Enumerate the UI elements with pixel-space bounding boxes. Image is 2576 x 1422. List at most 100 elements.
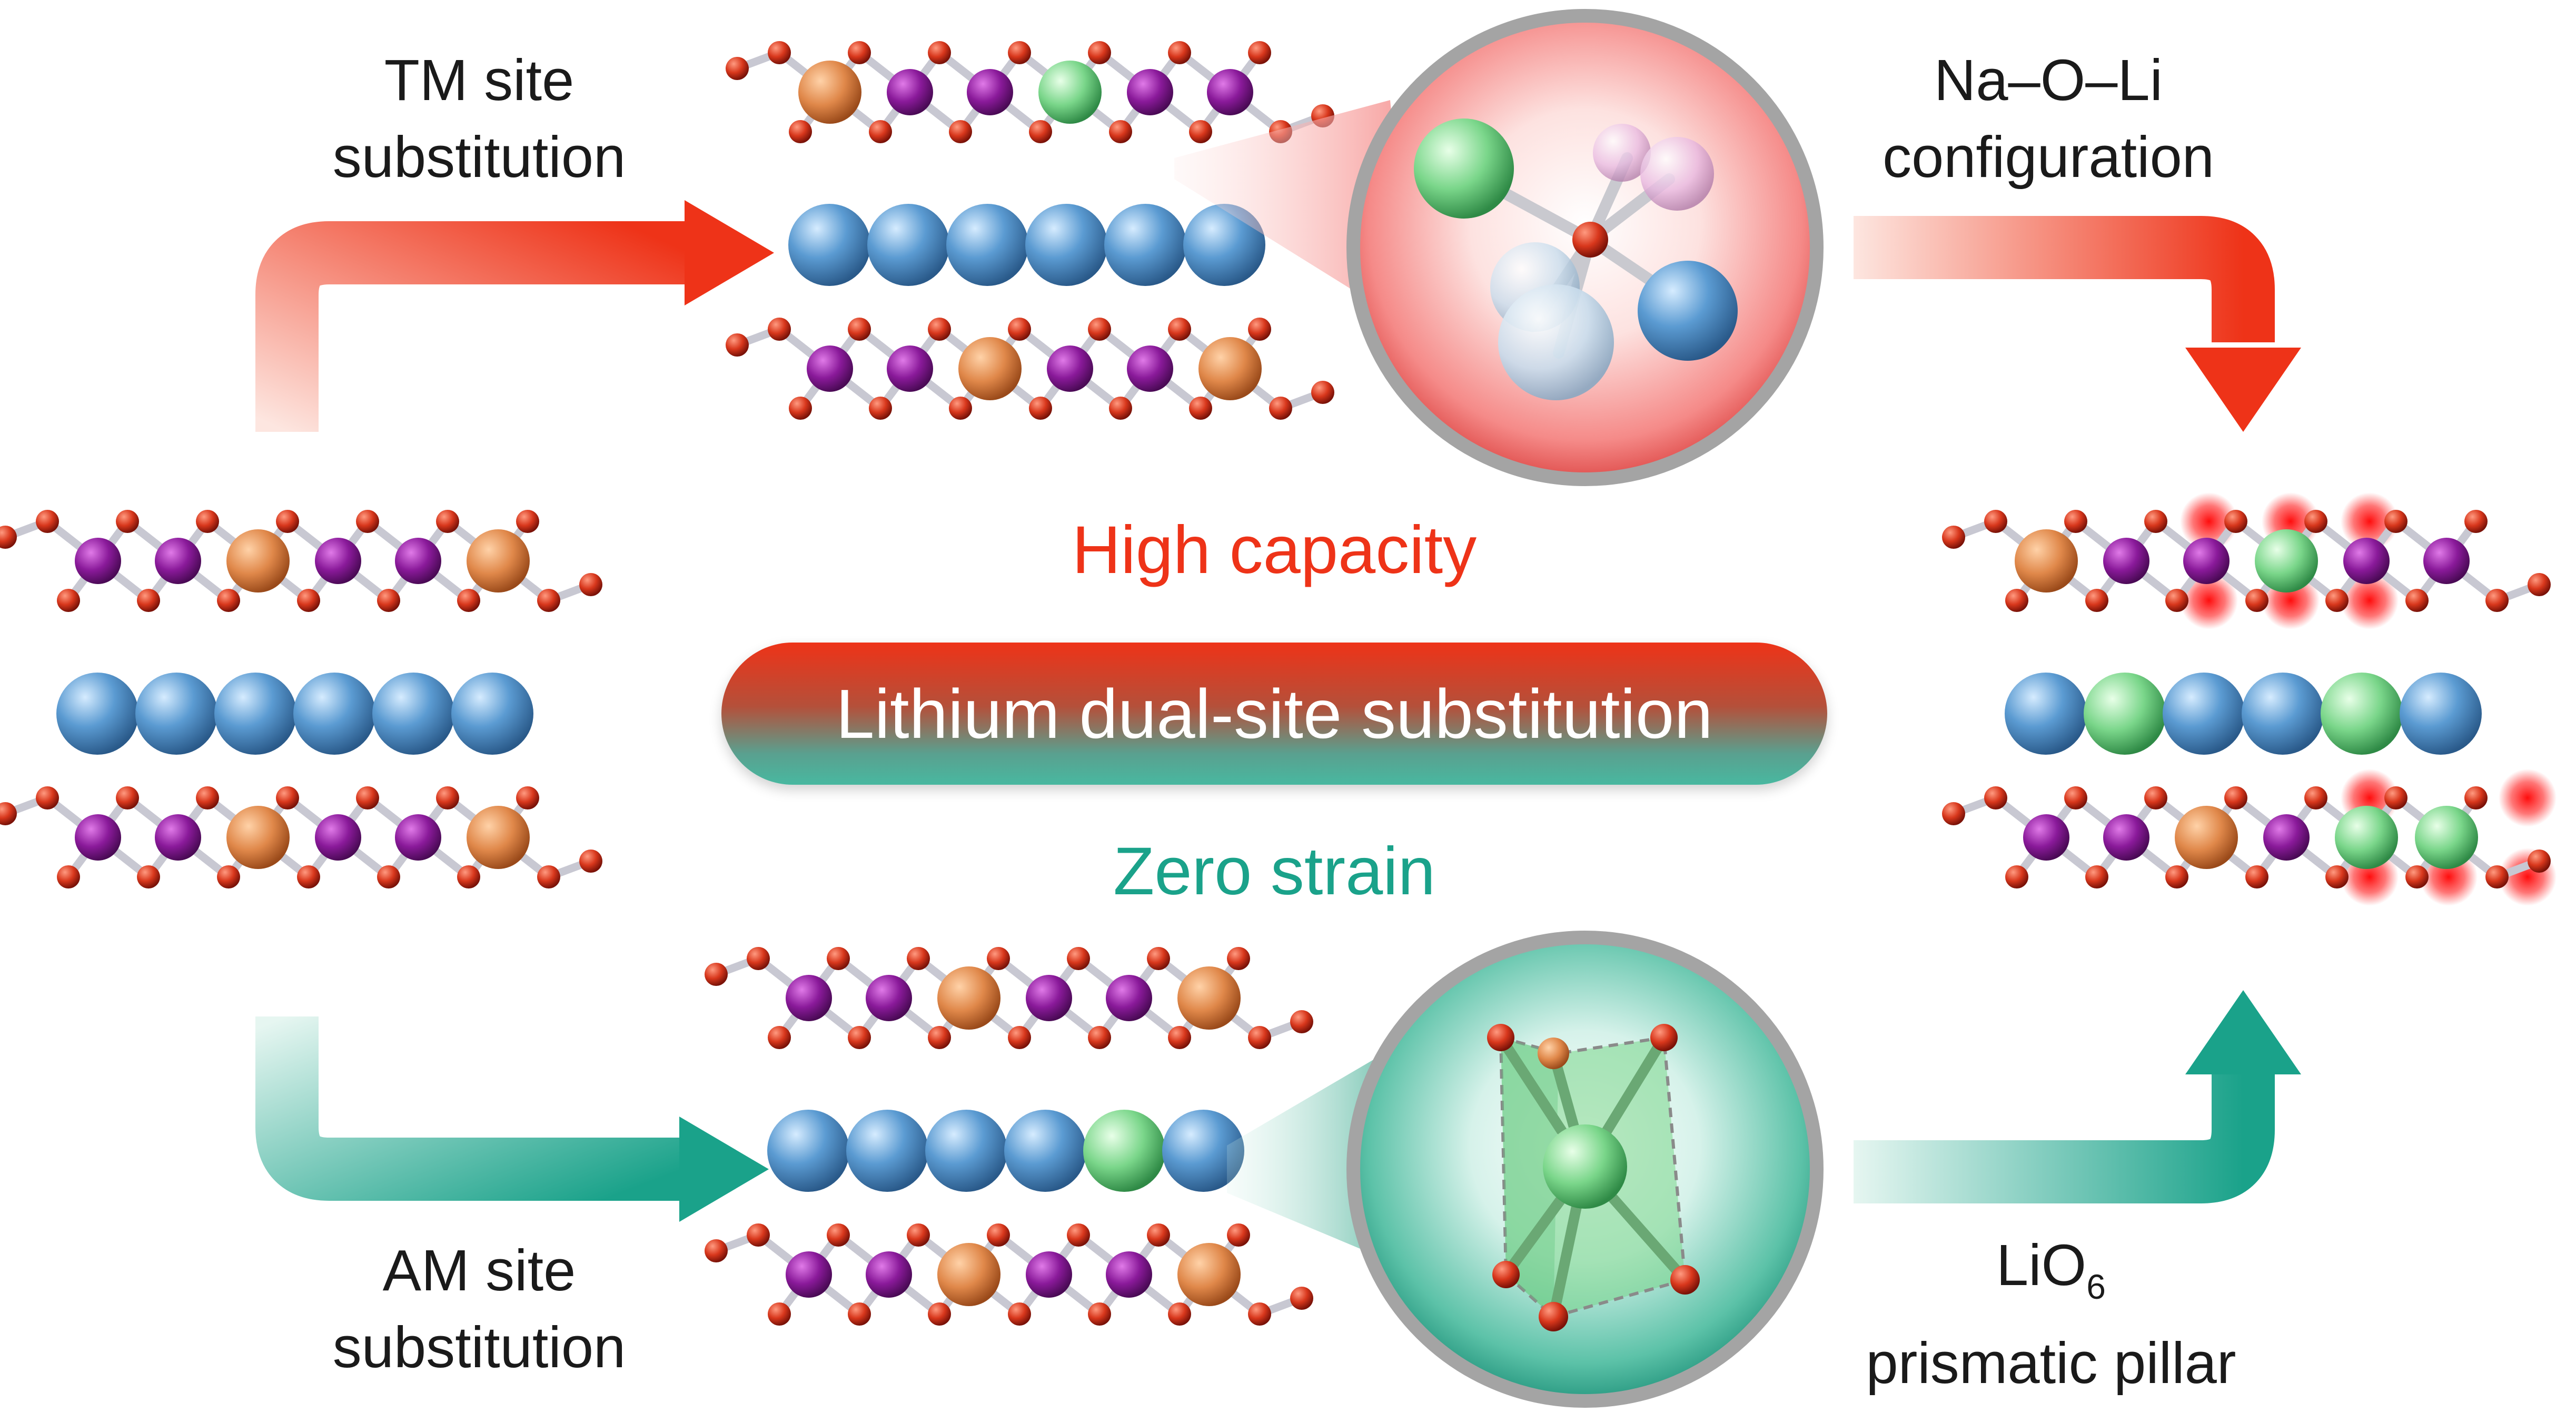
oxygen-atom bbox=[36, 786, 59, 809]
oxygen-atom bbox=[1029, 120, 1052, 143]
oxygen-atom bbox=[356, 786, 379, 809]
label-lio6-prefix: LiO bbox=[1996, 1233, 2087, 1298]
oxygen-atom bbox=[2528, 850, 2551, 873]
highlight-glow bbox=[2341, 571, 2399, 629]
oxygen-atom bbox=[2144, 510, 2167, 533]
oxygen-atom bbox=[747, 1223, 770, 1247]
oxygen-atom bbox=[276, 510, 299, 533]
tm-atom bbox=[315, 814, 361, 861]
oxygen-atom bbox=[2165, 865, 2188, 888]
tm-atom bbox=[2023, 814, 2069, 861]
oxygen-atom bbox=[137, 865, 160, 888]
tm-atom bbox=[807, 345, 853, 392]
tm-atom bbox=[1207, 69, 1253, 115]
oxygen-atom bbox=[869, 397, 892, 420]
oxygen-atom bbox=[579, 573, 602, 596]
li-atom bbox=[2084, 673, 2166, 755]
oxygen-atom bbox=[2064, 786, 2087, 809]
highlight-glow bbox=[2499, 769, 2557, 827]
na-atom bbox=[788, 204, 870, 286]
oxygen-atom bbox=[2224, 786, 2247, 809]
oxygen-atom bbox=[276, 786, 299, 809]
oxygen-atom bbox=[1248, 318, 1271, 341]
label-na-o-li-configuration: Na–O–Li configuration bbox=[1854, 42, 2243, 196]
oxygen-atom bbox=[579, 850, 602, 873]
structure-final bbox=[1942, 492, 2557, 906]
tm-atom bbox=[395, 814, 441, 861]
oxygen-atom bbox=[726, 333, 749, 357]
na-atom bbox=[925, 1110, 1007, 1192]
oxygen-atom bbox=[297, 589, 320, 612]
oxygen-atom bbox=[1227, 947, 1250, 970]
arrow-to-final-teal bbox=[1854, 1074, 2275, 1203]
oxygen-atom bbox=[1168, 41, 1191, 64]
oxygen-atom bbox=[2384, 510, 2407, 533]
tm-atom bbox=[1026, 1251, 1072, 1298]
na-atom bbox=[293, 673, 375, 755]
tm-atom bbox=[2103, 538, 2149, 584]
arrow-head-final-red bbox=[2185, 348, 2301, 432]
oxygen-atom bbox=[1147, 947, 1170, 970]
oxygen-atom bbox=[2005, 589, 2028, 612]
oxygen-atom bbox=[987, 947, 1010, 970]
oxygen-atom bbox=[516, 786, 539, 809]
arrow-head-final-teal bbox=[2185, 990, 2301, 1074]
tm-atom bbox=[2423, 538, 2470, 584]
tm-atom bbox=[315, 538, 361, 584]
oxygen-atom bbox=[196, 510, 219, 533]
oxygen-atom bbox=[1189, 397, 1212, 420]
oxygen-atom bbox=[2304, 510, 2327, 533]
oxygen-atom bbox=[705, 1239, 728, 1262]
oxygen-atom bbox=[949, 397, 972, 420]
oxygen-atom bbox=[2064, 510, 2087, 533]
oxygen-atom bbox=[1269, 397, 1292, 420]
oxygen-atom bbox=[1168, 1302, 1191, 1326]
oxygen-atom bbox=[217, 589, 240, 612]
oxygen-atom bbox=[2085, 865, 2108, 888]
li-atom bbox=[1038, 61, 1102, 124]
mn-atom bbox=[1177, 1243, 1241, 1306]
zoom-bubble-na-o-li bbox=[1174, 9, 1824, 486]
mn-atom bbox=[226, 806, 290, 869]
oxygen-atom bbox=[848, 1026, 871, 1049]
oxygen-atom bbox=[457, 865, 480, 888]
oxygen-atom bbox=[928, 318, 951, 341]
mn-atom bbox=[1198, 337, 1262, 400]
tm-atom bbox=[155, 538, 201, 584]
oxygen-atom bbox=[848, 318, 871, 341]
li-atom bbox=[1083, 1110, 1165, 1192]
arrow-head-tm bbox=[685, 200, 774, 305]
label-am-site-substitution: AM site substitution bbox=[295, 1232, 663, 1386]
li-atom bbox=[2255, 529, 2318, 592]
oxygen-atom bbox=[116, 510, 139, 533]
label-tm-line1: TM site bbox=[384, 48, 574, 113]
oxygen-atom bbox=[869, 120, 892, 143]
li-atom bbox=[2321, 673, 2403, 755]
label-am-line1: AM site bbox=[382, 1238, 576, 1303]
oxygen-atom bbox=[768, 1026, 791, 1049]
mn-atom bbox=[1177, 966, 1241, 1030]
oxygen-atom bbox=[0, 526, 17, 549]
mn-atom bbox=[2175, 806, 2238, 869]
arrow-to-final-red bbox=[1854, 216, 2275, 342]
tm-atom bbox=[75, 538, 121, 584]
oxygen-atom bbox=[1067, 947, 1090, 970]
li-atom bbox=[2415, 806, 2478, 869]
oxygen-atom bbox=[1290, 1287, 1313, 1310]
na-atom bbox=[451, 673, 533, 755]
oxygen-atom bbox=[1168, 1026, 1191, 1049]
label-lio6-line1: LiO6 bbox=[1827, 1227, 2275, 1325]
na-atom bbox=[1183, 204, 1265, 286]
mn-atom bbox=[798, 61, 861, 124]
tm-atom bbox=[2183, 538, 2230, 584]
li-atom-zoom bbox=[1414, 118, 1514, 219]
tm-atom bbox=[866, 975, 912, 1021]
oxygen-atom bbox=[137, 589, 160, 612]
oxygen-atom bbox=[436, 786, 459, 809]
label-naoli-line1: Na–O–Li bbox=[1934, 48, 2163, 113]
na-atom bbox=[214, 673, 296, 755]
ghost-na-atom bbox=[1498, 284, 1614, 400]
mn-atom bbox=[467, 806, 530, 869]
oxygen-atom bbox=[1248, 1302, 1271, 1326]
oxygen-atom bbox=[1984, 786, 2007, 809]
